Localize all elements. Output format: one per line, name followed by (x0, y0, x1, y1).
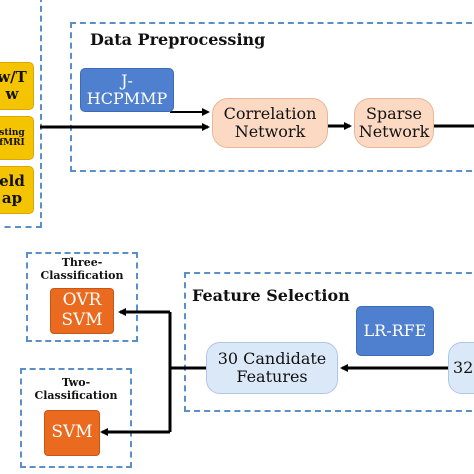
two-title-line1: Two- (61, 376, 91, 389)
input-box-structural: w/T w (0, 62, 34, 110)
input-group-frame (0, 0, 42, 228)
candidate-features-box: 30 Candidate Features (206, 342, 338, 394)
candidates-line2: Features (236, 367, 308, 386)
feature-selection-title: Feature Selection (192, 286, 350, 305)
input-c-line1: eld (0, 171, 25, 190)
preprocessing-title: Data Preprocessing (90, 30, 266, 49)
three-class-title: Three- Classification (30, 256, 134, 282)
input-box-fieldmap: eld ap (0, 166, 34, 214)
two-class-frame (20, 368, 132, 468)
correlation-line1: Correlation (223, 103, 317, 123)
three-class-frame (26, 252, 138, 342)
sparse-line2: Network (358, 122, 430, 141)
input-box-fmri: sting fMRI (0, 116, 34, 160)
input-c-line2: ap (1, 189, 23, 207)
input-a-line2: w (5, 85, 19, 103)
correlation-network-box: Correlation Network (212, 98, 328, 148)
correlation-line2: Network (234, 122, 306, 141)
ovr-svm-box: OVR SVM (50, 288, 114, 334)
two-class-title: Two- Classification (24, 376, 128, 402)
input-b-line1: sting (0, 127, 25, 138)
two-title-line2: Classification (34, 389, 118, 403)
ovr-line1: OVR (62, 290, 102, 311)
candidates-line1: 30 Candidate (217, 348, 327, 368)
svm-box: SVM (44, 410, 100, 456)
preprocessing-frame (70, 22, 474, 172)
input-a-line1: w/T (0, 67, 27, 86)
source-features-box: 32 (448, 342, 474, 394)
ovr-line2: SVM (61, 310, 103, 330)
atlas-box: J-HCPMMP (80, 68, 174, 112)
sparse-network-box: Sparse Network (354, 98, 434, 148)
three-title-line2: Classification (40, 269, 124, 283)
input-b-line2: fMRI (0, 138, 25, 148)
lr-rfe-box: LR-RFE (356, 306, 434, 356)
feature-selection-frame (184, 272, 474, 412)
three-title-line1: Three- (61, 256, 103, 269)
sparse-line1: Sparse (365, 103, 423, 123)
source-label: 32 (453, 357, 474, 377)
